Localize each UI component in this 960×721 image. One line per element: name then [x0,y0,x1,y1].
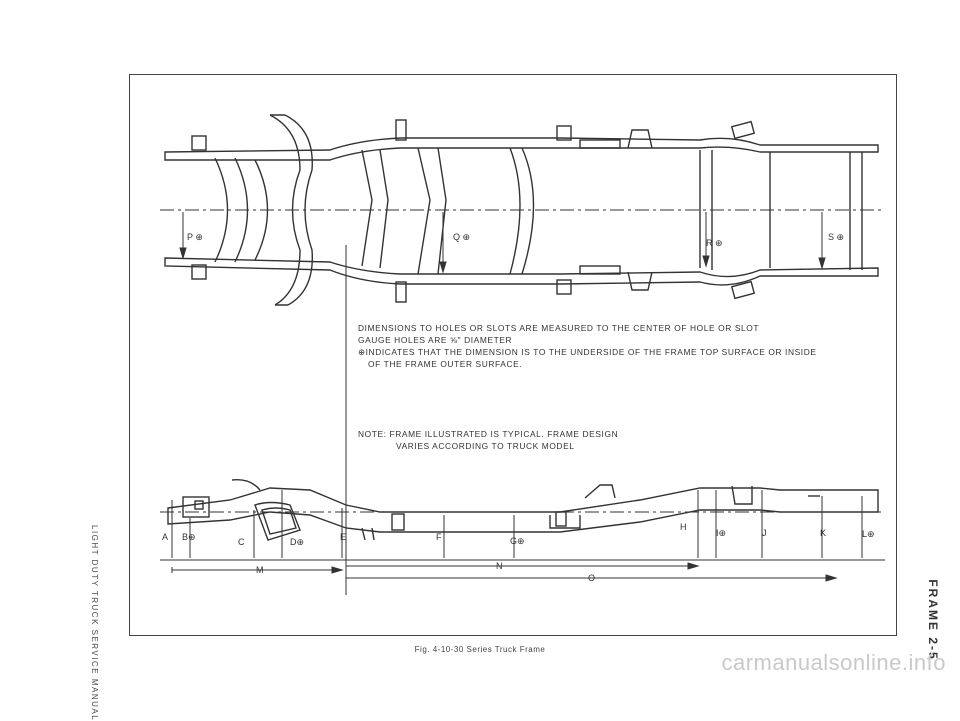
label-k: K [820,528,826,538]
label-b: B⊕ [182,532,196,542]
label-c: C [238,537,245,547]
frame-top-view: P ⊕ Q ⊕ R ⊕ S ⊕ [160,114,885,595]
dimension-notes: DIMENSIONS TO HOLES OR SLOTS ARE MEASURE… [358,322,878,370]
watermark: carmanualsonline.info [721,650,946,675]
notes-line-1: DIMENSIONS TO HOLES OR SLOTS ARE MEASURE… [358,323,760,333]
label-i: I⊕ [716,528,726,538]
label-e: E [340,532,346,542]
notes-line-3: ⊕INDICATES THAT THE DIMENSION IS TO THE … [358,347,817,357]
label-r: R ⊕ [706,238,723,248]
label-g: G⊕ [510,536,525,546]
label-s: S ⊕ [828,232,844,242]
figure-caption: Fig. 4-10-30 Series Truck Frame [414,645,546,654]
notes-line-2: GAUGE HOLES ARE ⅝" DIAMETER [358,335,513,345]
design-note: NOTE: FRAME ILLUSTRATED IS TYPICAL. FRAM… [358,428,618,452]
note2-line-2: VARIES ACCORDING TO TRUCK MODEL [396,441,575,451]
frame-side-view: A B⊕ C D⊕ E F G⊕ H I⊕ J K L⊕ M N O [160,479,885,590]
label-o: O [588,573,595,583]
label-l: L⊕ [862,529,875,539]
figure-frame [129,74,897,636]
label-a: A [162,532,168,542]
note2-line-1: NOTE: FRAME ILLUSTRATED IS TYPICAL. FRAM… [358,429,619,439]
label-f: F [436,532,442,542]
notes-line-4: OF THE FRAME OUTER SURFACE. [368,359,523,369]
label-d: D⊕ [290,537,304,547]
label-h: H [680,522,687,532]
label-m: M [256,565,264,575]
label-n: N [496,561,503,571]
label-q: Q ⊕ [453,232,470,242]
label-j: J [762,528,767,538]
label-p: P ⊕ [187,232,203,242]
